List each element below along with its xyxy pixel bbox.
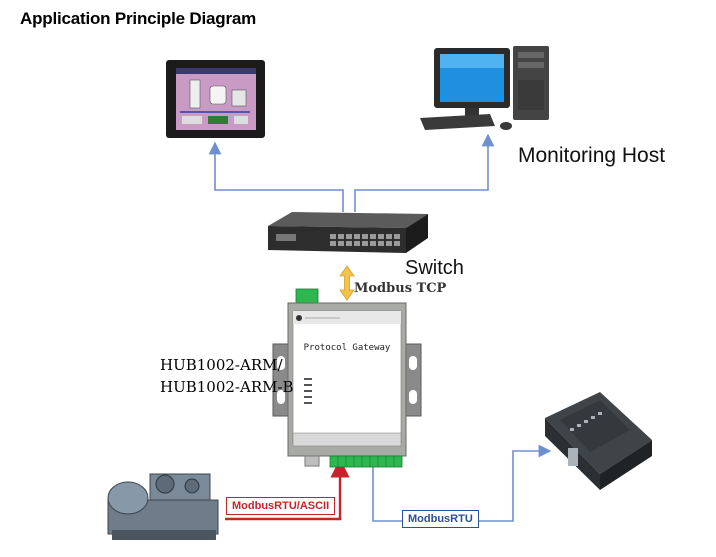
page-title: Application Principle Diagram	[20, 9, 257, 28]
protocol-gateway-icon	[272, 288, 422, 468]
modbus-rtu-ascii-tag: ModbusRTU/ASCII	[226, 497, 336, 515]
plc-module-icon	[545, 392, 652, 490]
device-model-label-1: HUB1002-ARM/	[160, 356, 283, 374]
modbus-rtu-tag: ModbusRTU	[402, 510, 479, 528]
gateway-label: Protocol Gateway	[304, 343, 391, 353]
chiller-machine-icon	[107, 473, 219, 540]
monitoring-host-label: Monitoring Host	[518, 144, 666, 167]
modbus-rtu-link	[372, 444, 552, 522]
device-model-label-2: HUB1002-ARM-B	[160, 378, 294, 396]
network-switch-icon	[268, 212, 428, 253]
desktop-computer-icon	[420, 46, 549, 130]
modbus-rtu-ascii-link	[225, 458, 350, 521]
ethernet-links	[208, 133, 495, 212]
modbus-tcp-label: Modbus TCP	[354, 281, 447, 296]
switch-label: Switch	[405, 257, 464, 279]
modbus-tcp-arrow	[339, 265, 355, 301]
hmi-panel-icon	[166, 60, 265, 138]
